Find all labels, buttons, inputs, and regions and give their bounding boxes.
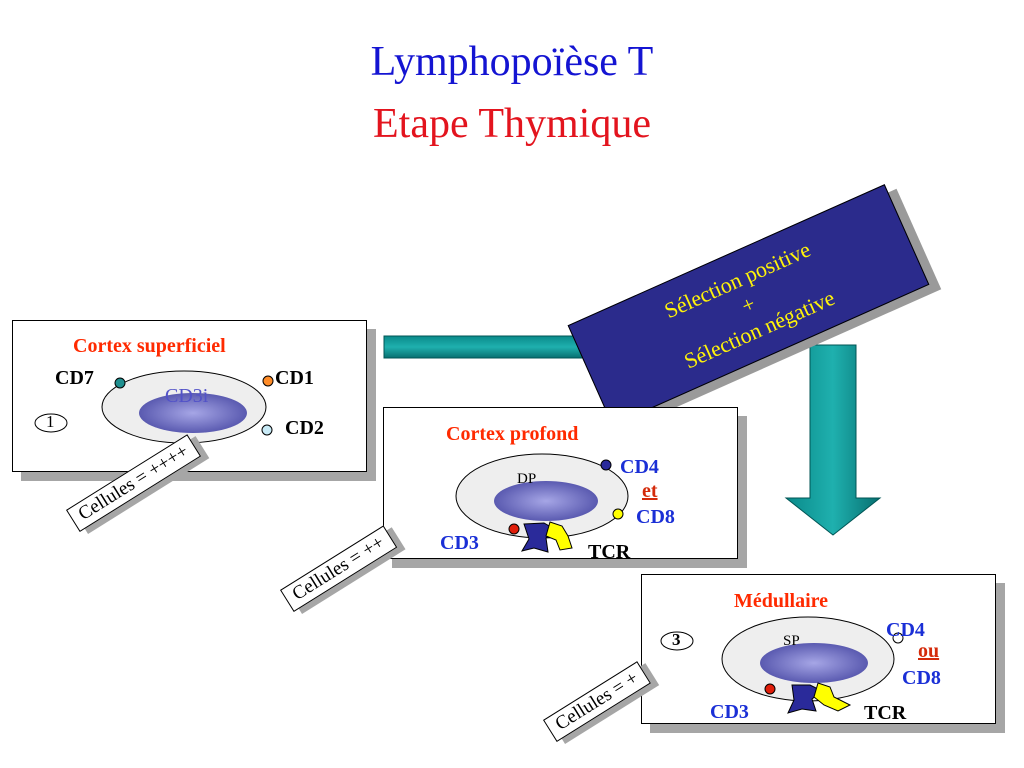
cd3-dot <box>764 683 776 695</box>
nucleus-label: CD3i <box>165 385 209 407</box>
nucleus-label: SP <box>783 633 800 649</box>
panel-cortex-superficiel: Cortex superficiel CD3i 1 CD7 CD1 CD2 <box>12 320 367 472</box>
stage-number: 1 <box>46 412 55 431</box>
cd3-dot <box>508 523 520 535</box>
cd4-dot <box>600 459 612 471</box>
tcr-label: TCR <box>864 702 907 724</box>
cd8-dot <box>612 508 624 520</box>
cd2-dot <box>261 424 273 436</box>
cd7-dot <box>114 377 126 389</box>
cd1-label: CD1 <box>275 367 314 389</box>
cd4-cd8-dot <box>892 632 904 644</box>
panel-title: Cortex superficiel <box>73 335 226 357</box>
vertical-arrow <box>784 344 882 536</box>
cell-diagram <box>455 453 629 553</box>
tcr-yellow-chain <box>813 682 852 712</box>
nucleus <box>139 393 247 433</box>
stage-number-badge <box>34 413 68 433</box>
cd4-label: CD4 <box>886 619 925 641</box>
title-line-1: Lymphopoïèse T <box>370 39 654 85</box>
cd8-label: CD8 <box>902 667 941 689</box>
tcr-yellow-chain <box>545 521 573 551</box>
cd4-label: CD4 <box>620 456 659 478</box>
nucleus-label: DP <box>517 471 537 487</box>
nucleus <box>494 481 598 521</box>
stage-number-badge <box>660 631 694 651</box>
panel-title: Médullaire <box>734 590 829 612</box>
panel-title: Cortex profond <box>446 423 579 445</box>
cell-diagram <box>660 616 904 714</box>
cd3-label: CD3 <box>710 701 749 723</box>
title-line-2: Etape Thymique <box>373 101 651 147</box>
tcr-blue-chain <box>787 684 823 714</box>
panel-medullaire: Médullaire SP 3 CD4 ou CD8 CD3 TCR <box>641 574 996 724</box>
conjunction-label: et <box>642 480 658 502</box>
conjunction-label: ou <box>918 640 940 662</box>
nucleus <box>760 643 868 683</box>
cd8-label: CD8 <box>636 506 675 528</box>
tcr-label: TCR <box>588 541 631 563</box>
panel-cortex-profond: Cortex profond DP CD4 et CD8 CD3 TCR <box>383 407 738 563</box>
cd3-label: CD3 <box>440 532 479 554</box>
stage-number: 3 <box>672 630 681 649</box>
cell-diagram <box>34 370 274 444</box>
cd1-dot <box>262 375 274 387</box>
cd7-label: CD7 <box>55 367 94 389</box>
cd2-label: CD2 <box>285 417 324 439</box>
